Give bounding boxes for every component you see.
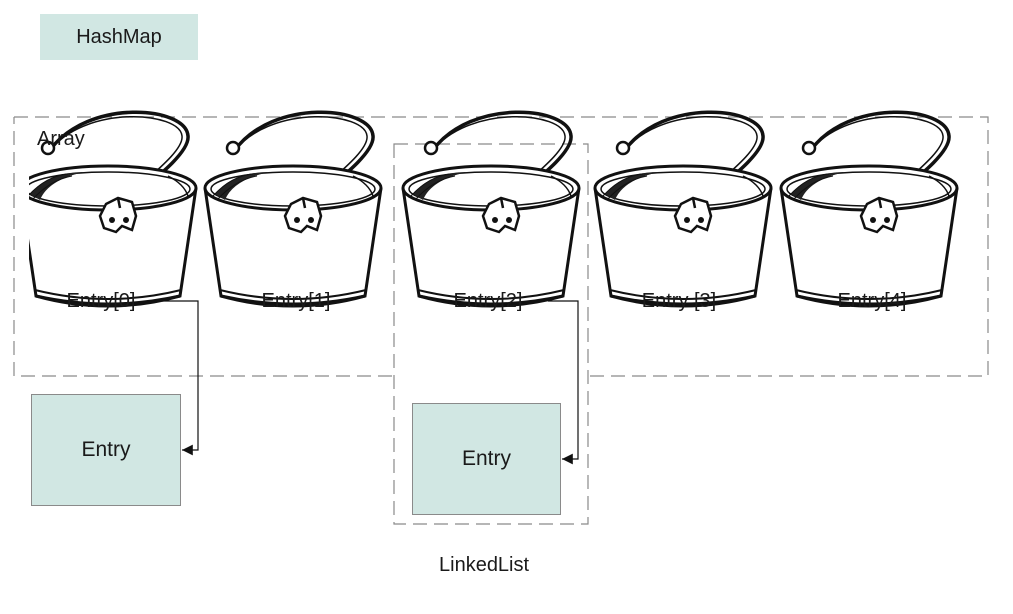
bucket-icon [779,110,959,308]
linkedlist-boundary [393,143,589,525]
bucket-label-1: Entry[1] [261,290,331,312]
bucket-label-3: Entry [3] [641,290,717,312]
bucket-icon [401,110,581,308]
bucket-icon [593,110,773,308]
linkedlist-label: LinkedList [439,554,530,576]
bucket-icon [203,110,383,308]
bucket-label-0: Entry[0] [66,290,136,312]
entry-node-2: Entry [412,403,561,515]
entry-node-0: Entry [31,394,181,506]
connector-entry2 [548,300,579,465]
hashmap-title: HashMap [40,14,198,60]
array-label: Array [37,128,85,150]
bucket-label-2: Entry[2] [453,290,523,312]
connector-entry0 [162,300,199,456]
bucket-label-4: Entry[4] [837,290,907,312]
